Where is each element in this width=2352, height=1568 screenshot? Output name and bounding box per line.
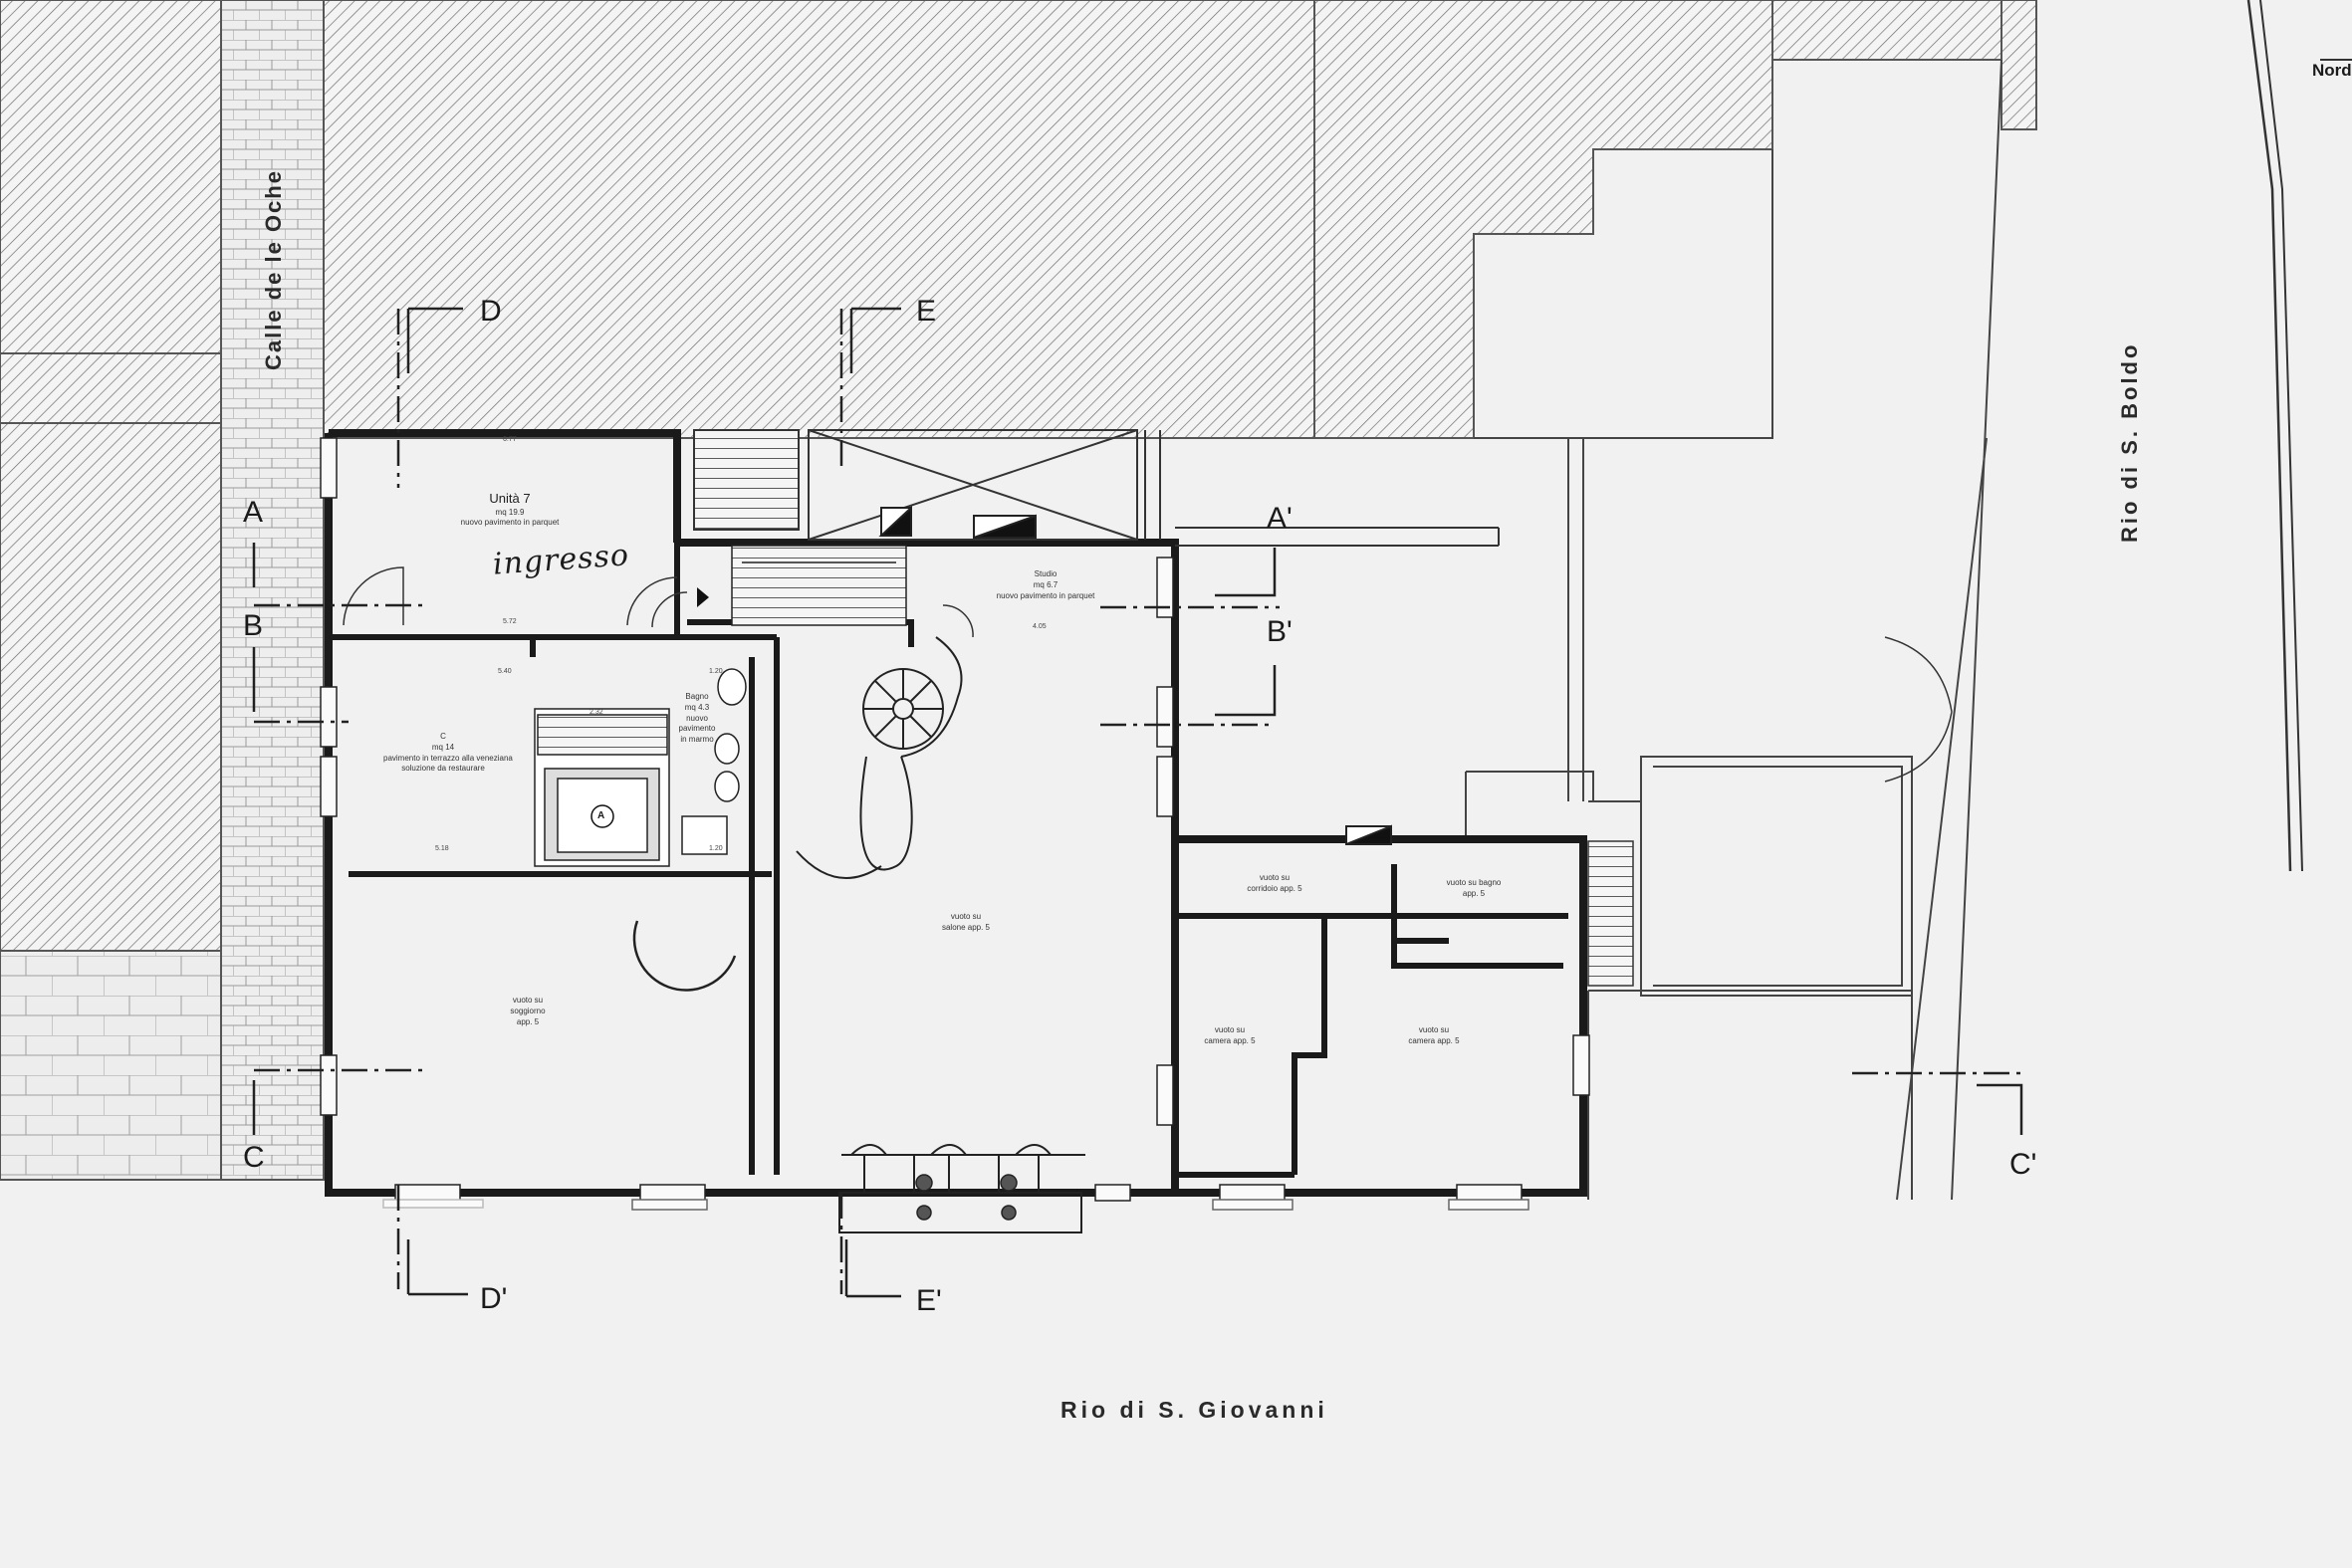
room-unita-note: nuovo pavimento in parquet: [460, 518, 560, 528]
dim-kitchen: 2.32: [589, 709, 603, 716]
room-camera-2-line2: camera app. 5: [1408, 1035, 1460, 1045]
section-mark-b-prime: B': [1267, 615, 1293, 648]
dim-studio: 4.05: [1033, 623, 1047, 630]
room-c: C mq 14 pavimento in terrazzo alla venez…: [383, 732, 513, 775]
dim-unita-bottom: 5.72: [503, 618, 517, 625]
dim-c-top: 5.40: [498, 668, 512, 675]
rio-giovanni-label: Rio di S. Giovanni: [1060, 1397, 1328, 1423]
room-c-area: mq 14: [431, 742, 455, 752]
room-bagno-title: Bagno: [685, 692, 709, 701]
section-mark-d-prime: D': [480, 1282, 508, 1315]
room-corridoio-line1: vuoto su: [1259, 873, 1291, 882]
room-corridoio: vuoto su corridoio app. 5: [1235, 873, 1314, 895]
room-salone-line2: salone app. 5: [941, 922, 991, 932]
section-mark-a: A: [243, 496, 264, 529]
dim-bagno-top: 1.20: [709, 668, 723, 675]
room-vuoto-bagno-line2: app. 5: [1462, 888, 1486, 898]
section-mark-e: E: [916, 295, 937, 328]
room-studio-title: Studio: [1034, 569, 1058, 578]
room-c-note2: soluzione da restaurare: [401, 764, 485, 774]
section-mark-a-prime: A': [1267, 502, 1293, 535]
room-camera-2-line1: vuoto su: [1418, 1025, 1450, 1034]
room-bagno-note: nuovo pavimento in marmo: [678, 713, 716, 745]
section-mark-b: B: [243, 609, 264, 642]
room-salone-line1: vuoto su: [950, 912, 982, 921]
room-soggiorno-line2: soggiorno: [510, 1006, 546, 1015]
rio-boldo-label: Rio di S. Boldo: [2117, 341, 2142, 543]
fixture-marker-a: A: [597, 810, 605, 821]
room-unita-area: mq 19.9: [495, 507, 525, 517]
room-unita-title: Unità 7: [489, 491, 531, 506]
section-mark-c: C: [243, 1141, 265, 1174]
dim-c-bottom: 5.18: [435, 845, 449, 852]
room-soggiorno-line3: app. 5: [516, 1016, 540, 1026]
room-bagno-area: mq 4.3: [684, 702, 710, 712]
room-corridoio-line2: corridoio app. 5: [1247, 883, 1302, 893]
calle-label: Calle de le Oche: [261, 169, 286, 370]
room-camera-1-line1: vuoto su: [1214, 1025, 1246, 1034]
room-camera-1: vuoto su camera app. 5: [1195, 1025, 1265, 1047]
room-camera-1-line2: camera app. 5: [1204, 1035, 1256, 1045]
room-soggiorno: vuoto su soggiorno app. 5: [493, 996, 563, 1027]
room-unita: Unità 7 mq 19.9 nuovo pavimento in parqu…: [440, 490, 580, 529]
room-c-note1: pavimento in terrazzo alla veneziana: [383, 753, 513, 763]
room-soggiorno-line1: vuoto su: [512, 996, 544, 1005]
room-camera-2: vuoto su camera app. 5: [1394, 1025, 1474, 1047]
dim-bagno-bottom: 1.20: [709, 845, 723, 852]
room-salone: vuoto su salone app. 5: [931, 912, 1001, 934]
room-vuoto-bagno: vuoto su bagno app. 5: [1434, 878, 1514, 900]
compass-label: Nord: [2312, 61, 2352, 80]
adjacent-buildings: [0, 0, 2037, 952]
room-c-title: C: [440, 732, 446, 741]
room-studio: Studio mq 6.7 nuovo pavimento in parquet: [996, 569, 1095, 601]
dim-unita-top: 6.77: [503, 436, 517, 443]
calle-paving: [220, 0, 325, 1181]
room-studio-area: mq 6.7: [1033, 579, 1058, 589]
room-studio-note: nuovo pavimento in parquet: [996, 590, 1095, 600]
section-mark-e-prime: E': [916, 1284, 942, 1317]
room-bagno: Bagno mq 4.3 nuovo pavimento in marmo: [677, 692, 717, 746]
section-mark-c-prime: C': [2009, 1148, 2037, 1181]
room-vuoto-bagno-line1: vuoto su bagno: [1446, 878, 1502, 887]
section-mark-d: D: [480, 295, 502, 328]
